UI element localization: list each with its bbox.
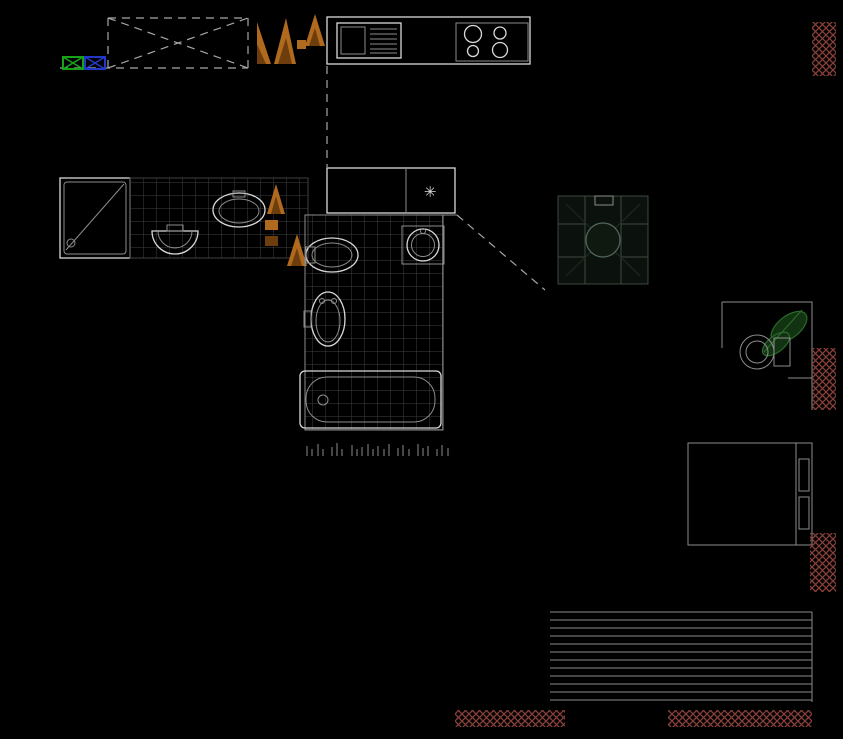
counter-outline — [326, 16, 531, 65]
wood-wedge-shadow — [291, 248, 302, 266]
plant-icon — [761, 309, 808, 357]
faucet-icon — [420, 228, 426, 234]
faucet-icon — [331, 298, 337, 304]
diagonal-mark — [65, 183, 125, 251]
kitchen-sink — [336, 22, 402, 59]
wall-basin — [151, 224, 199, 255]
cabinet — [687, 442, 813, 546]
wood-wedge-icon — [274, 18, 296, 64]
wood-wedge-shadow — [309, 28, 320, 46]
wood-wedge-shadow — [278, 38, 292, 64]
drainboard-lines — [370, 28, 397, 54]
brick-hatch — [812, 22, 836, 76]
fan-box: ✳ — [326, 167, 456, 214]
wood-wedge-shadow — [257, 44, 266, 64]
drain-icon — [317, 394, 329, 406]
blue-marker — [84, 56, 106, 70]
tiled-floor-b — [304, 214, 457, 431]
toilet-room — [721, 301, 813, 410]
wood-section-symbols-top — [257, 14, 325, 64]
void-cross — [107, 17, 249, 69]
wood-section-symbols-mid — [265, 184, 307, 266]
dashed-connectors — [326, 66, 546, 291]
brick-hatch — [455, 710, 565, 727]
toilet — [305, 237, 359, 273]
handle-icon — [798, 496, 810, 530]
burner-icon — [493, 26, 507, 40]
decor-column-symbol — [557, 195, 649, 285]
round-basin — [401, 225, 445, 265]
tiled-floor-a — [129, 177, 309, 259]
green-marker — [62, 56, 84, 70]
brick-hatch — [812, 348, 836, 410]
cooktop — [455, 22, 529, 62]
brick-hatch — [810, 533, 836, 592]
wood-block-icon — [265, 236, 278, 246]
handle-icon — [798, 458, 810, 492]
vent-markers — [62, 56, 106, 70]
burner-icon — [491, 41, 509, 59]
burner-icon — [463, 24, 483, 44]
kitchen-counter — [326, 16, 531, 65]
drain-icon — [66, 238, 76, 248]
stairs — [550, 611, 813, 702]
wash-basin — [212, 190, 266, 228]
faucet-icon — [166, 224, 184, 232]
wood-wedge-shadow — [271, 196, 281, 214]
washing-machine — [59, 177, 131, 259]
dimension-ticks — [306, 443, 449, 456]
void-opening-symbol — [60, 17, 249, 69]
oval-basin — [303, 291, 346, 347]
faucet-icon — [319, 298, 325, 304]
void-rect — [60, 17, 249, 69]
brick-hatch — [668, 710, 812, 727]
bathtub — [299, 370, 442, 429]
wood-block-icon — [297, 40, 306, 49]
cistern-icon — [305, 246, 316, 264]
wood-block-icon — [265, 220, 278, 230]
round-toilet-icon — [739, 334, 791, 370]
dashed-link-diagonal — [456, 214, 546, 291]
fan-symbol: ✳ — [424, 183, 437, 201]
burner-icon — [466, 44, 480, 58]
faucet-icon — [232, 190, 246, 198]
brick-hatches — [455, 22, 836, 727]
